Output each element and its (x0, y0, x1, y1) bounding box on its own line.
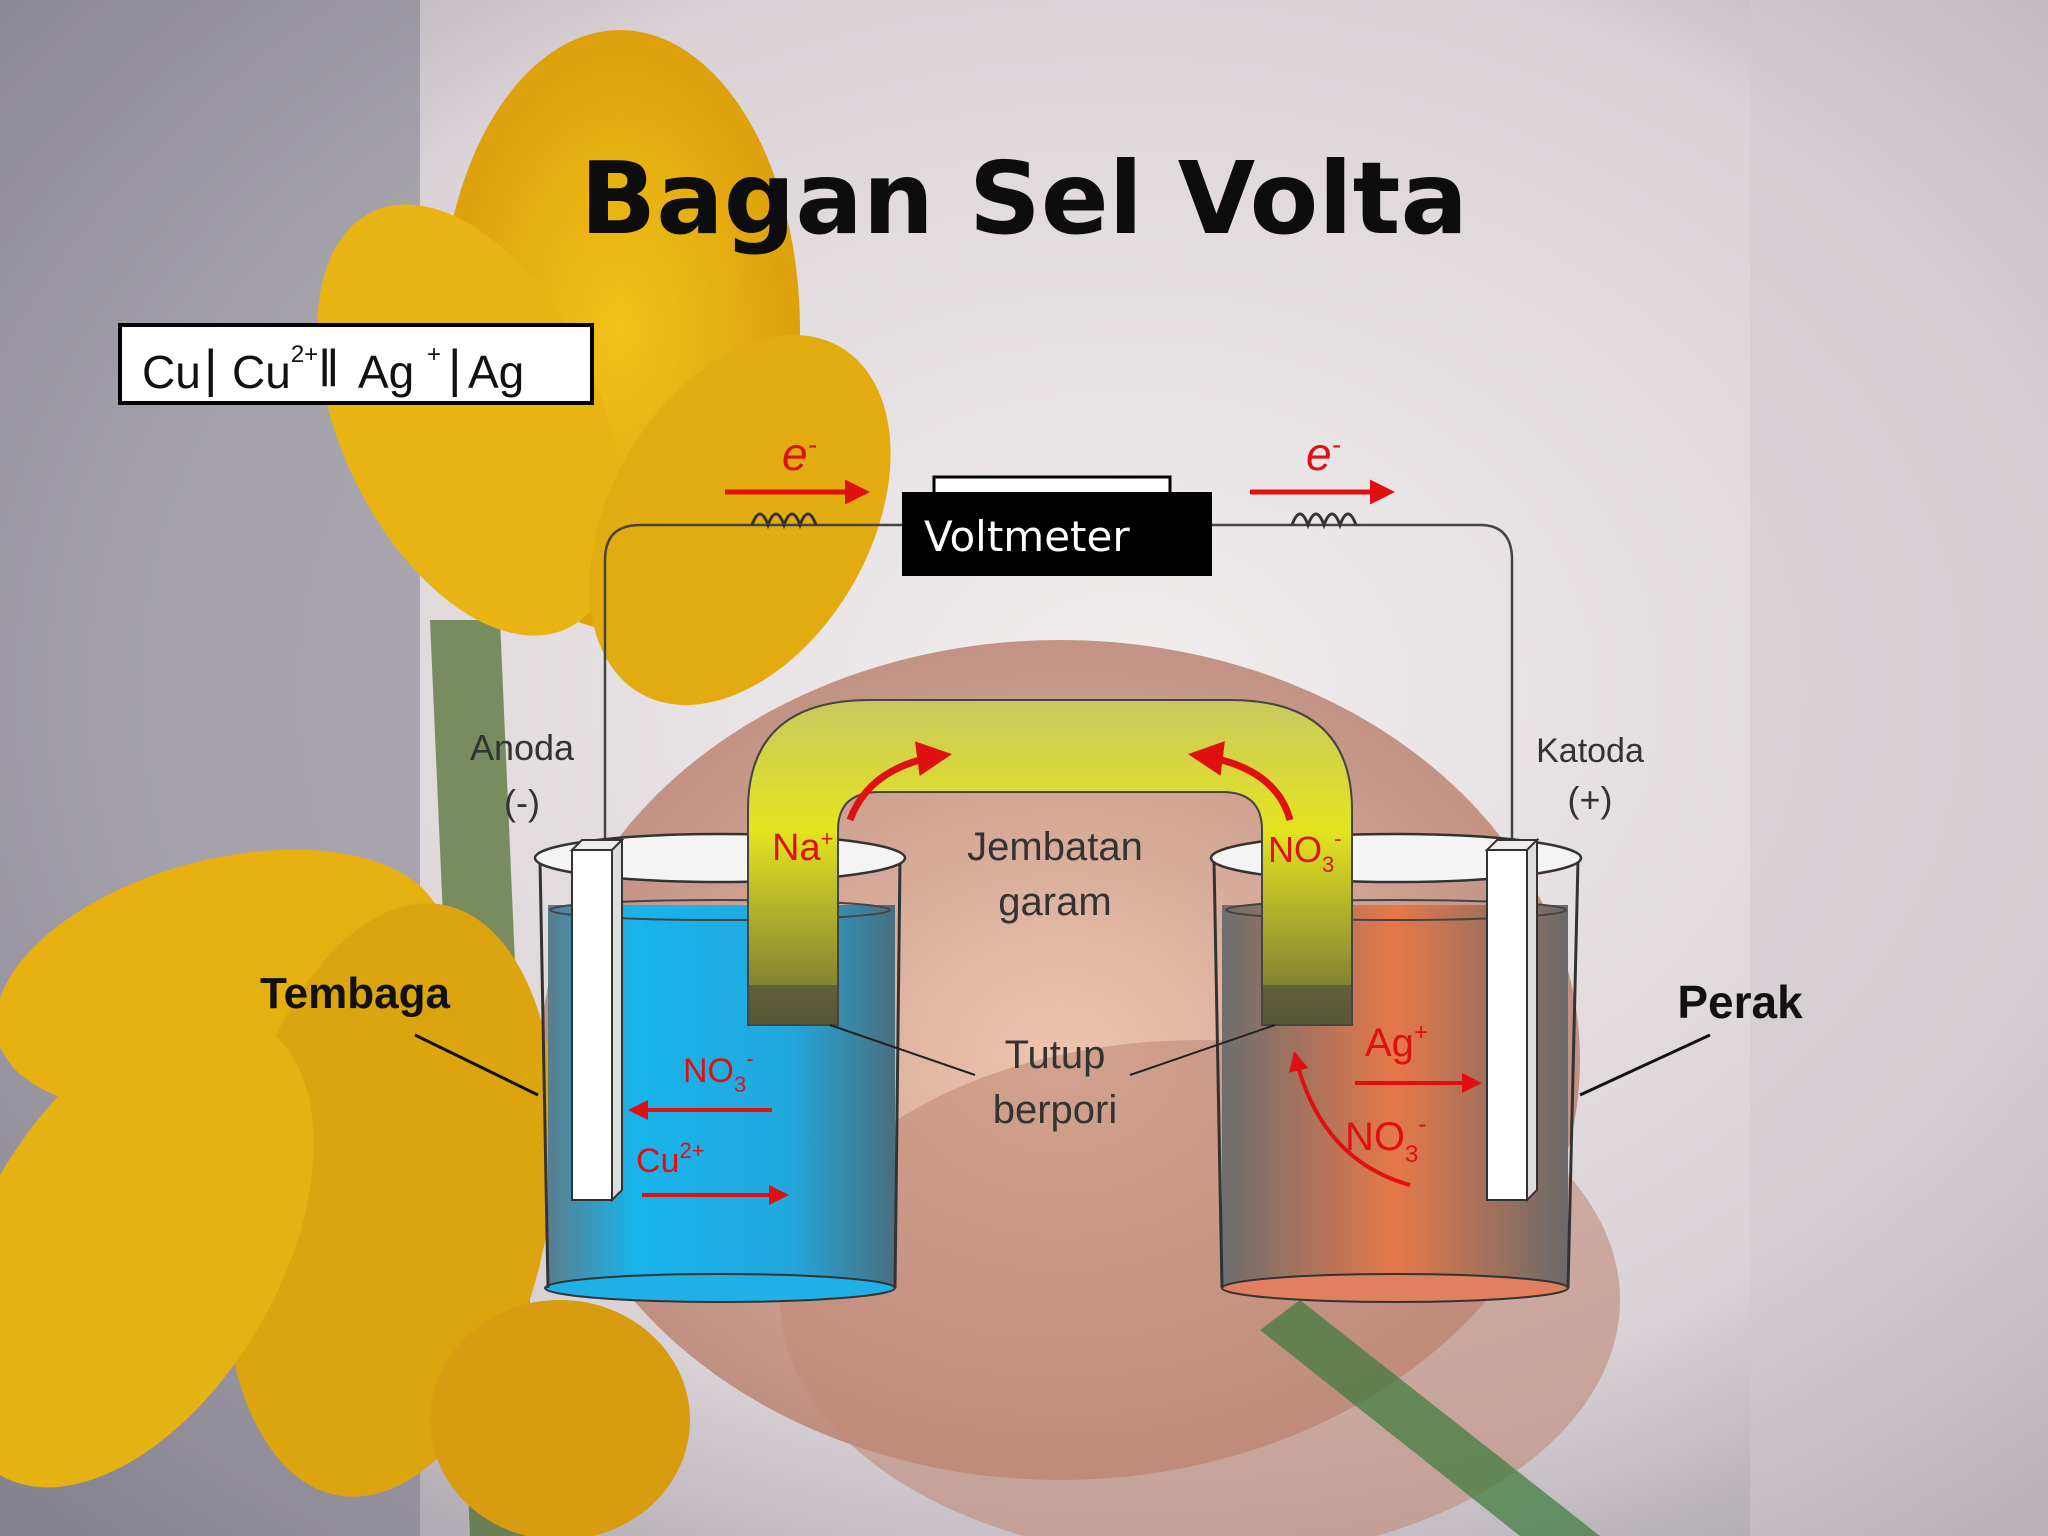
porous-plug-label-2: berpori (993, 1088, 1118, 1132)
no3-flow-arrow (1188, 741, 1294, 821)
notation-phase-boundary-2: | (448, 340, 462, 398)
na-flow-arrow (846, 741, 952, 822)
silver-electrode (1486, 849, 1528, 1201)
notation-phase-boundary: | (204, 340, 218, 398)
ag-ion-label: Ag+ (1365, 1019, 1428, 1065)
beaker-left-wall (538, 859, 902, 1289)
no3-ion-right-label: NO3- (1345, 1111, 1426, 1168)
cathode-sign: (+) (1568, 779, 1613, 820)
notation-ag-ion: Ag + (358, 341, 442, 398)
beaker-left-bottom (544, 1273, 896, 1303)
cathode-label: Katoda (1536, 732, 1644, 770)
anode-sign: (-) (504, 782, 540, 823)
slide-title: Bagan Sel Volta (580, 140, 1468, 257)
beaker-right-bottom (1221, 1273, 1569, 1303)
notation-cu-ion: Cu2+ (232, 341, 319, 398)
no3-ion-left-label: NO3- (683, 1046, 754, 1097)
resistor-coil-right (1290, 512, 1358, 530)
no3-arrow-right (1288, 1051, 1411, 1187)
no3-bridge-label: NO3- (1268, 826, 1342, 877)
cu-ion-label: Cu2+ (636, 1138, 705, 1180)
salt-bridge-label-1: Jembatan (967, 825, 1143, 869)
silver-label: Perak (1677, 976, 1803, 1028)
salt-bridge-label-2: garam (998, 880, 1111, 924)
copper-label: Tembaga (260, 969, 450, 1018)
porous-plug-left (748, 985, 838, 1025)
electron-label-left: e- (782, 428, 817, 480)
notation-salt-bridge: ‖ (318, 340, 340, 398)
na-ion-label: Na+ (772, 826, 833, 869)
copper-electrode (571, 849, 613, 1201)
wire-right (1212, 523, 1514, 860)
porous-plug-label-1: Tutup (1005, 1033, 1106, 1077)
cell-notation-box: Cu | Cu2+ ‖ Ag + | Ag (118, 323, 594, 405)
anode-label: Anoda (470, 727, 575, 768)
resistor-coil-left (750, 512, 818, 530)
beaker-right-wall (1212, 859, 1580, 1289)
voltmeter-label: Voltmeter (902, 492, 1212, 576)
notation-ag: Ag (468, 346, 525, 398)
wire-left (603, 523, 905, 860)
notation-cu: Cu (142, 346, 201, 398)
electron-label-right: e- (1306, 428, 1341, 480)
porous-plug-right (1262, 985, 1352, 1025)
